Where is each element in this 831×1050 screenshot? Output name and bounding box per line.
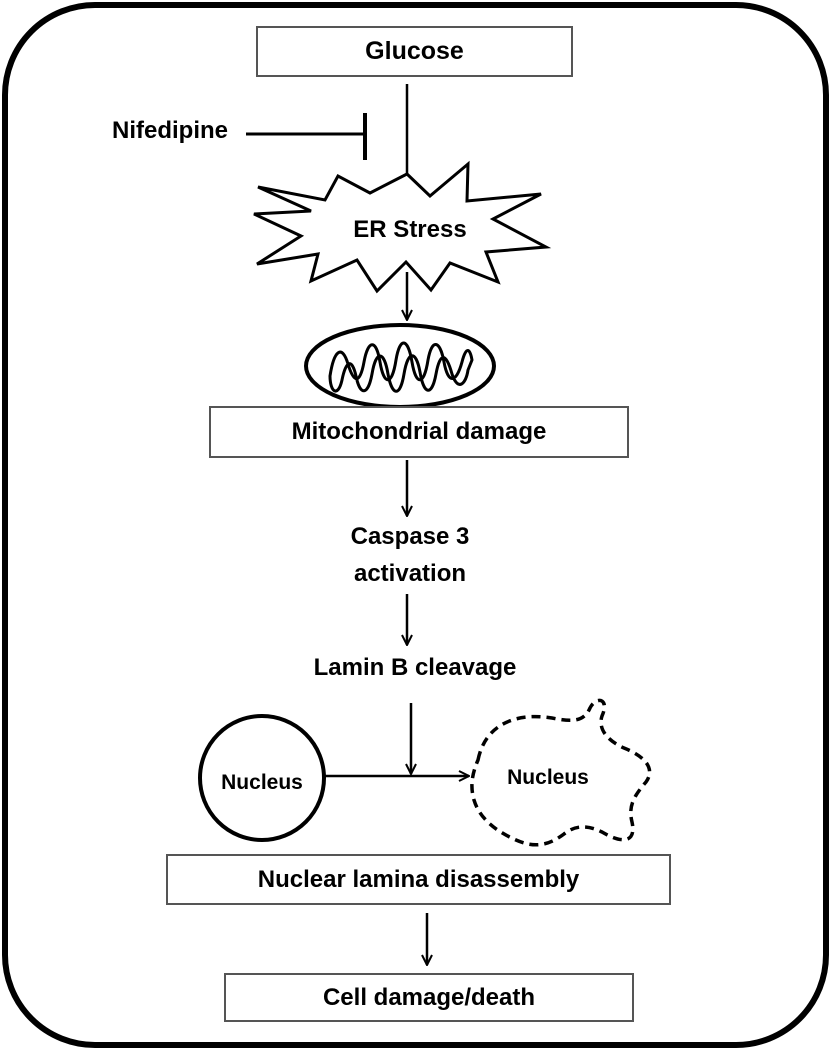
nifedipine-label: Nifedipine (111, 117, 228, 144)
nucleus-intact-shape (198, 714, 326, 842)
er-stress-burst (253, 160, 552, 294)
caspase-line2: activation (353, 560, 467, 587)
cell-damage-label: Cell damage/death (322, 983, 536, 1011)
nucleus-intact-label: Nucleus (221, 771, 303, 794)
mitochondrion-icon (304, 323, 496, 409)
nucleus-disrupted-label: Nucleus (507, 766, 589, 789)
mitochondrial-damage-label: Mitochondrial damage (291, 418, 547, 445)
nuclear-lamina-label: Nuclear lamina disassembly (257, 865, 580, 893)
glucose-label: Glucose (365, 37, 464, 65)
cell-damage-box: Cell damage/death (224, 973, 634, 1022)
nuclear-lamina-box: Nuclear lamina disassembly (166, 854, 671, 905)
mitochondrial-damage-box: Mitochondrial damage (209, 406, 629, 458)
glucose-box: Glucose (256, 26, 573, 77)
nucleus-disrupted-shape (470, 698, 652, 847)
caspase-line1: Caspase 3 (350, 523, 470, 550)
er-stress-label: ER Stress (353, 216, 467, 243)
lamin-b-cleavage-label: Lamin B cleavage (313, 654, 517, 681)
